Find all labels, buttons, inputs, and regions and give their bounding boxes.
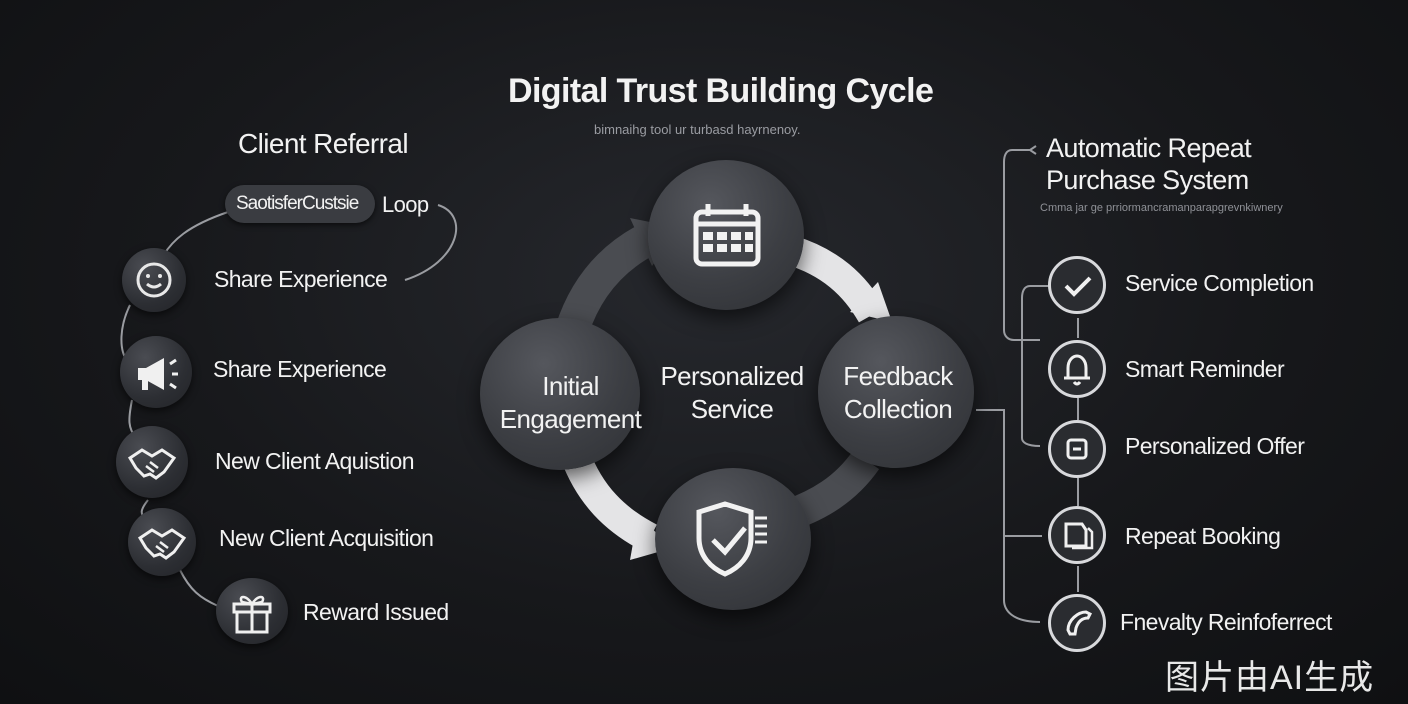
check-icon <box>1048 256 1106 314</box>
node-shield <box>655 468 811 610</box>
page-subtitle: bimnaihg tool ur turbasd hayrnenoy. <box>594 122 801 137</box>
left-item-share-experience-1: Share Experience <box>214 266 388 292</box>
offer-icon <box>1048 420 1106 478</box>
right-item-service-completion: Service Completion <box>1125 270 1314 296</box>
right-item-smart-reminder: Smart Reminder <box>1125 356 1285 382</box>
left-item-new-client-1: New Client Aquistion <box>215 448 415 474</box>
left-item-new-client-2: New Client Acquisition <box>219 525 434 551</box>
node-feedback-collection-label: Feedback Collection <box>843 361 953 424</box>
left-item-share-experience-2: Share Experience <box>213 356 387 382</box>
left-heading: Client Referral <box>238 128 409 159</box>
loop-pill <box>225 185 375 223</box>
right-item-repeat-booking: Repeat Booking <box>1125 523 1281 549</box>
node-initial-engagement <box>480 318 640 470</box>
handshake-icon <box>116 426 188 498</box>
page-title: Digital Trust Building Cycle <box>508 72 934 110</box>
megaphone-icon <box>120 336 192 408</box>
right-item-loyalty-reinforcement: Fnevalty Reinfoferrect <box>1120 609 1332 635</box>
shield-icon <box>696 501 767 577</box>
bell-icon <box>1048 340 1106 398</box>
booking-icon <box>1048 506 1106 564</box>
handshake-icon <box>128 508 196 576</box>
node-initial-engagement-label: Initial Engagement <box>499 371 642 434</box>
center-label-personalized-service: Personalized Service <box>660 361 804 424</box>
node-calendar <box>648 160 804 310</box>
loop-label: Loop <box>382 192 429 217</box>
right-item-personalized-offer: Personalized Offer <box>1125 433 1305 459</box>
smiley-icon <box>122 248 186 312</box>
gift-icon <box>216 578 288 644</box>
loop-pill-text: SaotisferCustsie <box>236 193 359 214</box>
node-feedback-collection <box>818 316 974 468</box>
right-heading: Automatic Repeat Purchase System <box>1046 133 1252 195</box>
phone-icon <box>1048 594 1106 652</box>
calendar-icon <box>693 204 761 267</box>
watermark: 图片由AI生成 <box>1165 659 1375 697</box>
left-item-reward-issued: Reward Issued <box>303 599 449 625</box>
right-subtitle: Cmma jar ge prriormancramanparapgrevnkiw… <box>1040 202 1283 214</box>
